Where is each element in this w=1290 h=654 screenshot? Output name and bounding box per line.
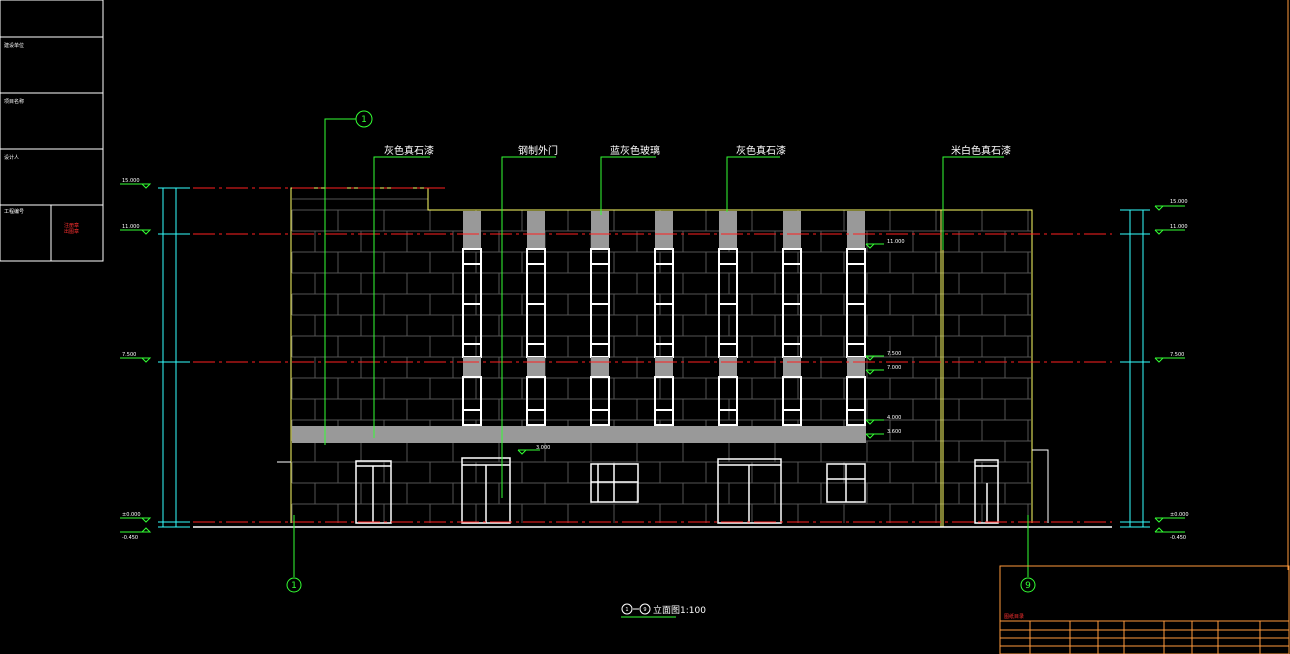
window-strip-part <box>463 357 481 377</box>
window-strip-part <box>719 211 737 249</box>
level-left-5: -0.450 <box>122 535 138 541</box>
annotation-1: 灰色真石漆 <box>384 144 434 157</box>
level-inner-5: 3.600 <box>887 429 901 435</box>
level-left-1: 15.000 <box>122 178 140 184</box>
window-strip-part <box>527 357 545 377</box>
title-block-label: 图纸目录 <box>1004 613 1024 620</box>
title-block <box>999 565 1290 654</box>
level-inner-2: 7.500 <box>887 351 901 357</box>
grid-axis-left-label: 1 <box>291 581 297 591</box>
panel-row-3: 设计人 <box>4 154 19 161</box>
grid-axis-top-label: 1 <box>361 115 367 125</box>
building-facade[interactable] <box>277 187 1049 527</box>
annotation-leaders <box>373 156 1004 498</box>
window-strip-part <box>591 357 609 377</box>
title-axis-a: 1 <box>625 607 628 613</box>
canopy-band <box>292 426 866 443</box>
window-strip-part <box>527 211 545 249</box>
grid-axis-right: 9 <box>1020 515 1036 593</box>
grid-axis-right-label: 9 <box>1025 581 1031 591</box>
window-strip-part <box>655 357 673 377</box>
level-marks-left: 15.000 11.000 7.500 ±0.000 -0.450 <box>120 178 152 541</box>
window-strip-part <box>591 211 609 249</box>
ground-openings <box>355 457 999 524</box>
wall-outline <box>290 187 1033 523</box>
level-right-1: 15.000 <box>1170 199 1188 205</box>
window-strip-part <box>846 376 866 426</box>
window-strip-part <box>590 376 610 426</box>
title-scale: 1:100 <box>680 606 706 616</box>
level-marks-right: 15.000 11.000 7.500 ±0.000 -0.450 <box>1154 199 1189 541</box>
grid-axis-top: 1 <box>324 110 373 445</box>
annotation-3: 蓝灰色玻璃 <box>610 144 660 157</box>
title-axis-b: 9 <box>643 607 646 613</box>
annotation-4: 灰色真石漆 <box>736 144 786 157</box>
grid-axis-left: 1 <box>286 515 302 593</box>
window-strip-part <box>655 211 673 249</box>
level-right-5: -0.450 <box>1170 535 1186 541</box>
panel-row-2: 项目名称 <box>4 98 24 105</box>
panel-row-1: 建设单位 <box>4 42 24 49</box>
level-right-3: 7.500 <box>1170 352 1184 358</box>
level-lines <box>193 187 1112 523</box>
level-left-4: ±0.000 <box>122 512 141 518</box>
level-right-2: 11.000 <box>1170 224 1188 230</box>
window-strip-part <box>782 376 802 426</box>
level-right-4: ±0.000 <box>1170 512 1189 518</box>
panel-stamp-1: 注册章 <box>64 222 79 229</box>
window-strip-part <box>783 357 801 377</box>
window-strip-part <box>462 376 482 426</box>
level-left-2: 11.000 <box>122 224 140 230</box>
level-inner-3: 7.000 <box>887 365 901 371</box>
window-strip-part <box>526 376 546 426</box>
window-strip-part <box>654 376 674 426</box>
title-text: 立面图 <box>653 604 680 616</box>
window-strip-part <box>847 211 865 249</box>
level-inner-1: 11.000 <box>887 239 905 245</box>
left-info-panel: 建设单位 项目名称 设计人 工程编号 注册章 出图章 <box>0 0 104 262</box>
drawing-title: 1 9 立面图 1:100 <box>621 603 706 618</box>
window-strips <box>462 211 866 426</box>
window-strip-part <box>463 211 481 249</box>
panel-stamp-2: 出图章 <box>64 228 79 235</box>
annotation-5: 米白色真石漆 <box>951 144 1011 157</box>
level-left-3: 7.500 <box>122 352 136 358</box>
annotation-labels: 灰色真石漆 钢制外门 蓝灰色玻璃 灰色真石漆 米白色真石漆 <box>384 144 1011 157</box>
level-inner-4: 4.000 <box>887 415 901 421</box>
window-strip-part <box>719 357 737 377</box>
panel-row-4: 工程编号 <box>4 208 24 215</box>
window-strip-part <box>718 376 738 426</box>
window-strip-part <box>783 211 801 249</box>
dimension-right <box>1120 209 1150 528</box>
annotation-2: 钢制外门 <box>518 144 558 157</box>
level-marks-inner: 11.000 7.500 7.000 4.000 3.600 3.000 <box>517 239 905 455</box>
dimension-left <box>158 187 190 528</box>
window-strip-part <box>847 357 865 377</box>
level-inner-6: 3.000 <box>536 445 550 451</box>
